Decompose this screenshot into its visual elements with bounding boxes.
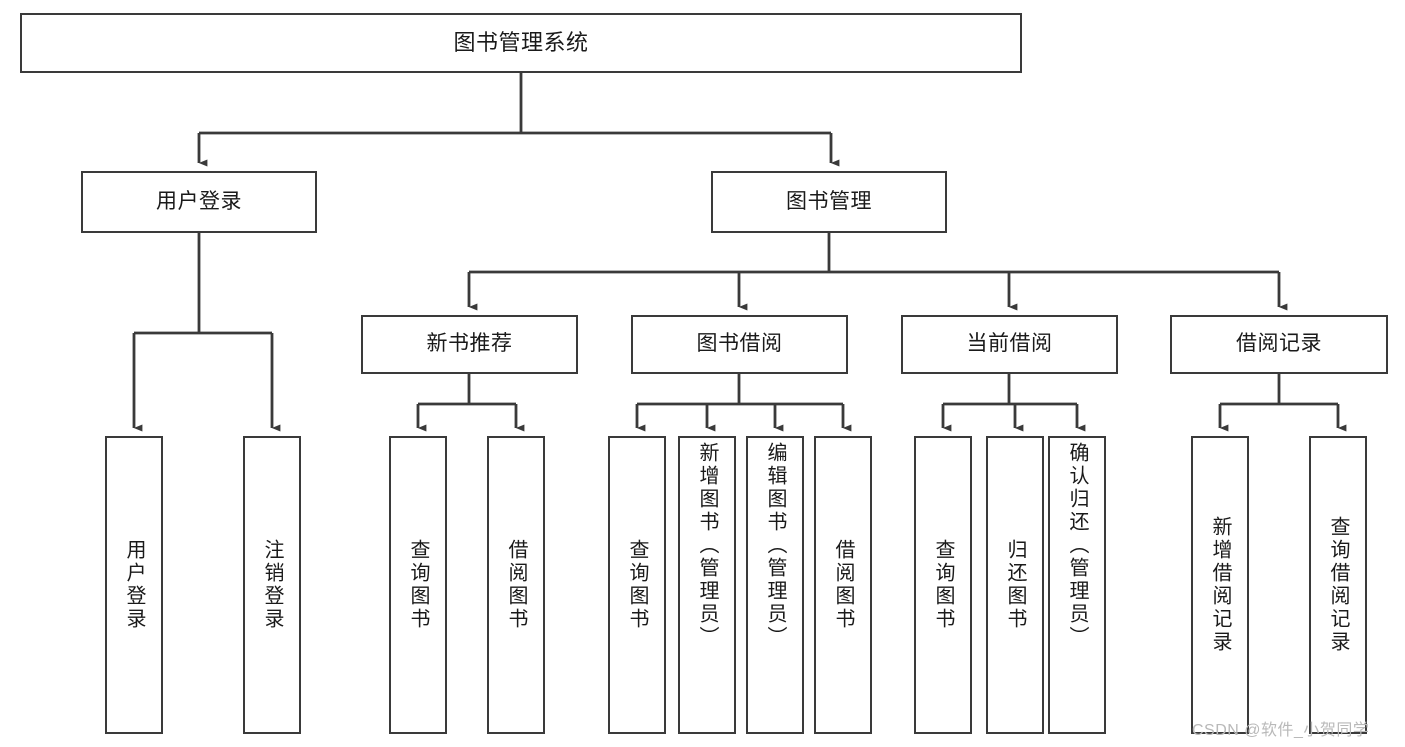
watermark-credit: CSDN @软件_小贺同学 — [1192, 722, 1370, 739]
node-leaf-query-book-3[interactable]: 查询图书 — [914, 436, 972, 734]
node-label: 图书借阅 — [696, 332, 783, 356]
node-label: 新增图书（管理员） — [696, 442, 718, 649]
node-leaf-confirm-return[interactable]: 确认归还（管理员） — [1048, 436, 1106, 734]
node-label: 图书管理系统 — [453, 30, 589, 56]
node-label: 编辑图书（管理员） — [764, 442, 786, 649]
node-new-book-recommend[interactable]: 新书推荐 — [361, 315, 578, 374]
node-label: 查询图书 — [626, 539, 648, 631]
node-leaf-borrow-book-2[interactable]: 借阅图书 — [814, 436, 872, 734]
node-leaf-logout[interactable]: 注销登录 — [243, 436, 301, 734]
node-book-management[interactable]: 图书管理 — [711, 171, 947, 233]
node-root-system[interactable]: 图书管理系统 — [20, 13, 1022, 73]
node-label: 借阅图书 — [832, 539, 854, 631]
node-leaf-query-book-1[interactable]: 查询图书 — [389, 436, 447, 734]
node-label: 用户登录 — [156, 189, 242, 213]
node-label: 查询借阅记录 — [1327, 516, 1349, 654]
node-label: 归还图书 — [1004, 539, 1026, 631]
node-leaf-query-record[interactable]: 查询借阅记录 — [1309, 436, 1367, 734]
node-label: 新增借阅记录 — [1209, 516, 1231, 654]
node-label: 确认归还（管理员） — [1066, 442, 1088, 649]
node-label: 当前借阅 — [966, 332, 1053, 356]
node-label: 查询图书 — [932, 539, 954, 631]
node-user-login[interactable]: 用户登录 — [81, 171, 317, 233]
node-book-borrow[interactable]: 图书借阅 — [631, 315, 848, 374]
node-leaf-add-book[interactable]: 新增图书（管理员） — [678, 436, 736, 734]
node-leaf-edit-book[interactable]: 编辑图书（管理员） — [746, 436, 804, 734]
node-leaf-borrow-book-1[interactable]: 借阅图书 — [487, 436, 545, 734]
node-borrow-record[interactable]: 借阅记录 — [1170, 315, 1388, 374]
node-label: 图书管理 — [786, 189, 872, 213]
node-leaf-return-book[interactable]: 归还图书 — [986, 436, 1044, 734]
node-label: 查询图书 — [407, 539, 429, 631]
node-label: 借阅图书 — [505, 539, 527, 631]
node-label: 新书推荐 — [426, 332, 513, 356]
node-label: 借阅记录 — [1236, 332, 1322, 356]
node-current-borrow[interactable]: 当前借阅 — [901, 315, 1118, 374]
node-leaf-user-login[interactable]: 用户登录 — [105, 436, 163, 734]
node-leaf-add-record[interactable]: 新增借阅记录 — [1191, 436, 1249, 734]
node-label: 注销登录 — [261, 539, 283, 631]
node-leaf-query-book-2[interactable]: 查询图书 — [608, 436, 666, 734]
node-label: 用户登录 — [123, 539, 145, 631]
